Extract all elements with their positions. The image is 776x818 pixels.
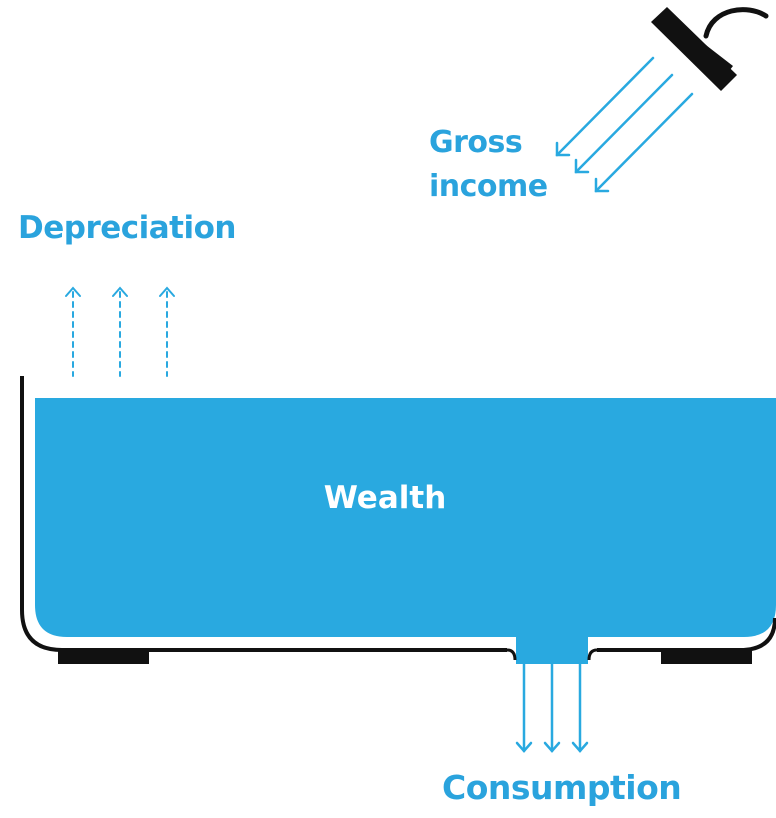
tub-feet [58,651,752,664]
gross-income-label-line1: Gross [429,125,523,160]
gross-income-label-line2: income [429,169,548,204]
shower-head-icon [651,7,769,91]
gross-income-label: Gross income [429,121,548,209]
arrow-icon [543,662,561,753]
depreciation-arrows [65,286,175,377]
consumption-label: Consumption [442,768,682,807]
wealth-label: Wealth [323,480,447,516]
tub-outline [20,376,776,652]
gross-income-arrows [555,56,694,193]
arrow-icon [159,286,175,377]
consumption-arrows [515,662,589,753]
drain [506,637,598,664]
tub-foot-right [661,651,752,664]
water-body [35,398,776,637]
arrow-icon [594,92,694,193]
arrow-icon [515,662,533,753]
arrow-icon [112,286,128,377]
arrow-icon [574,73,674,174]
arrow-icon [555,56,655,157]
wealth-label-wrap: Wealth [0,480,776,516]
tub-foot-left [58,651,149,664]
arrow-icon [65,286,81,377]
depreciation-label: Depreciation [18,210,237,246]
arrow-icon [571,662,589,753]
